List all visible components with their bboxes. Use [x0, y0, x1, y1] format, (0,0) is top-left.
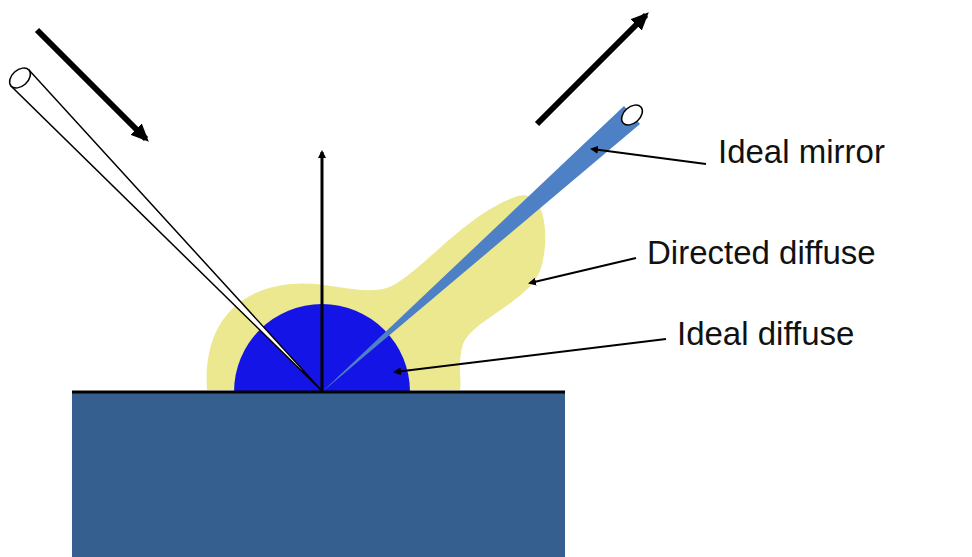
surface-line	[72, 391, 565, 394]
leader-line	[530, 258, 636, 283]
incoming-arrow	[37, 30, 146, 139]
part-label: Directed diffuse	[647, 235, 876, 271]
surface-normal	[321, 152, 324, 392]
incident-beam	[11, 70, 322, 391]
part-label: Ideal diffuse	[677, 316, 854, 352]
outgoing-arrow	[537, 15, 646, 124]
leader-line	[395, 339, 666, 372]
part-label: Ideal mirror	[718, 134, 885, 170]
mirror-beam-end	[618, 101, 647, 129]
leader-line	[592, 149, 706, 164]
material-block	[72, 393, 565, 557]
incident-beam-end	[6, 64, 35, 92]
